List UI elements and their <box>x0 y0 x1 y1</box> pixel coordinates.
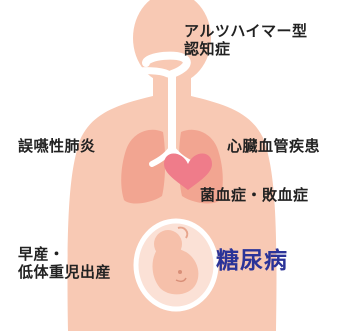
heart-icon <box>164 153 212 190</box>
label-alzheimers-dementia: アルツハイマー型 認知症 <box>184 22 308 58</box>
label-diabetes: 糖尿病 <box>216 248 288 274</box>
womb-fetus-icon <box>133 218 219 312</box>
label-aspiration-pneumonia: 誤嚥性肺炎 <box>18 137 96 155</box>
body-silhouette <box>67 0 277 331</box>
label-preterm-low-birth-weight: 早産・ 低体重児出産 <box>18 245 112 281</box>
label-cardiovascular-disease: 心臓血管疾患 <box>227 137 321 155</box>
label-bacteremia-sepsis: 菌血症・敗血症 <box>200 186 309 204</box>
